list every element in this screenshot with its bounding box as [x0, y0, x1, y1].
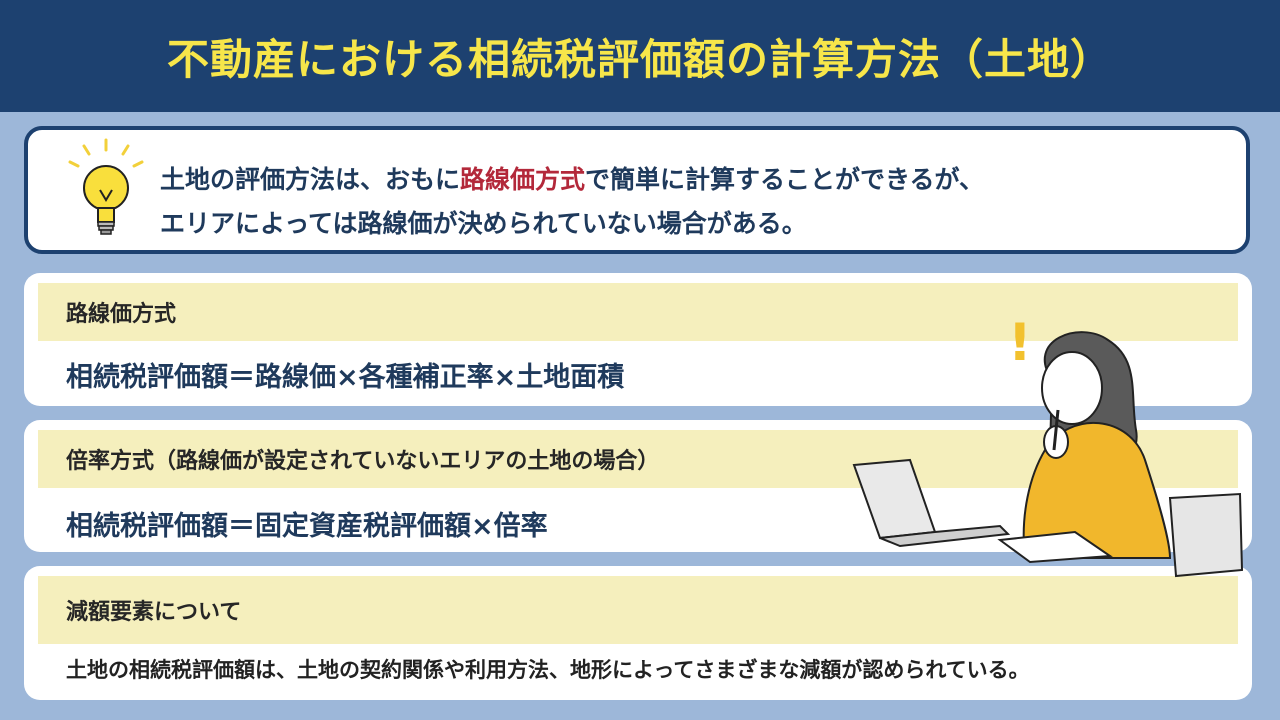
- exclamation-mark: !: [1008, 313, 1032, 373]
- card-body: 土地の相続税評価額は、土地の契約関係や利用方法、地形によってさまざまな減額が認め…: [66, 658, 1030, 682]
- card-heading: 減額要素について: [38, 576, 1238, 644]
- intro-text: 土地の評価方法は、おもに路線価方式で簡単に計算することができるが、 エリアによっ…: [160, 158, 1226, 246]
- intro-line-2: エリアによっては路線価が決められていない場合がある。: [160, 209, 807, 238]
- intro-highlight: 路線価方式: [460, 165, 586, 194]
- card-heading: 倍率方式（路線価が設定されていないエリアの土地の場合）: [38, 430, 1238, 488]
- header-banner: 不動産における相続税評価額の計算方法（土地）: [0, 0, 1280, 112]
- card-formula: 相続税評価額＝路線価×各種補正率×土地面積: [66, 362, 625, 393]
- card-heading: 路線価方式: [38, 283, 1238, 341]
- intro-line1-prefix: 土地の評価方法は、おもに: [160, 165, 461, 194]
- card-reduction: 減額要素について 土地の相続税評価額は、土地の契約関係や利用方法、地形によってさ…: [24, 566, 1252, 700]
- card-route-price: 路線価方式 相続税評価額＝路線価×各種補正率×土地面積: [24, 273, 1252, 406]
- intro-line-1: 土地の評価方法は、おもに路線価方式で簡単に計算することができるが、: [160, 158, 1226, 202]
- intro-box: 土地の評価方法は、おもに路線価方式で簡単に計算することができるが、 エリアによっ…: [24, 126, 1250, 254]
- person-thinking-illustration: !: [852, 313, 1244, 578]
- card-formula: 相続税評価額＝固定資産税評価額×倍率: [66, 511, 548, 542]
- intro-line1-suffix: で簡単に計算することができるが、: [585, 165, 985, 194]
- page-title: 不動産における相続税評価額の計算方法（土地）: [166, 34, 1113, 84]
- lightbulb-icon: [68, 138, 144, 235]
